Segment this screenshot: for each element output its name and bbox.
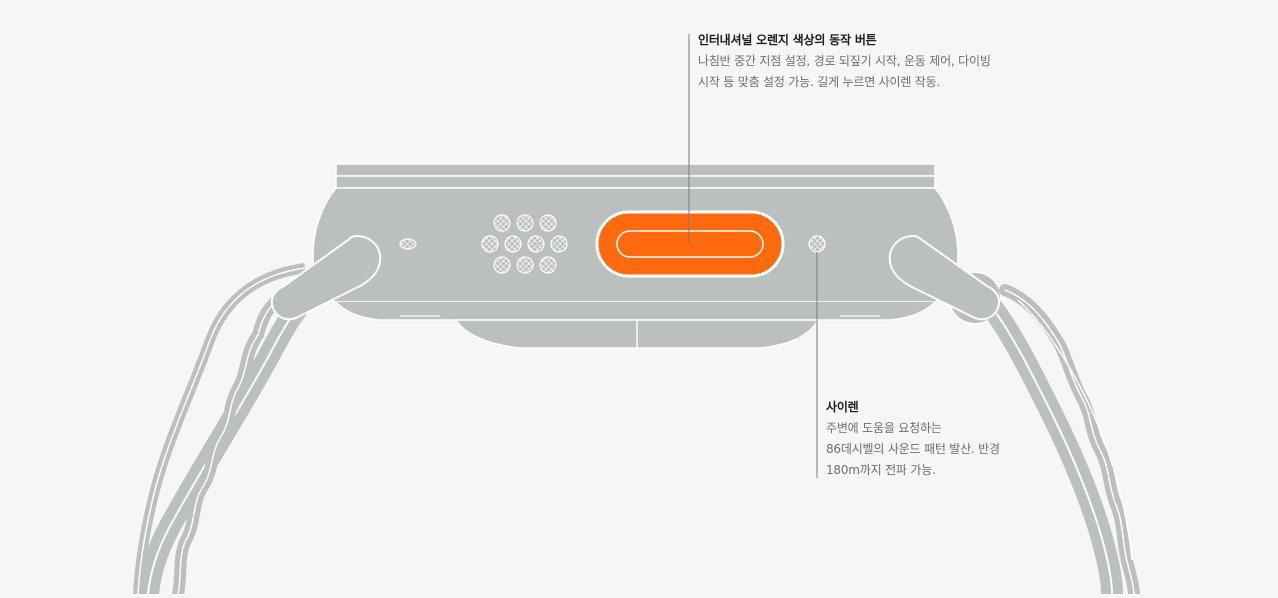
siren-port-icon: [808, 235, 826, 253]
watch-top-plate: [335, 163, 936, 189]
action-button-callout: 인터내셔널 오렌지 색상의 동작 버튼 나침반 중간 지점 설정, 경로 되짚기…: [698, 30, 991, 93]
siren-desc-line-1: 주변에 도움을 요청하는: [826, 421, 942, 435]
action-button-desc-line-2: 시작 등 맞춤 설정 가능. 길게 누르면 사이렌 작동.: [698, 75, 941, 89]
siren-desc-line-3: 180m까지 전파 가능.: [826, 463, 936, 477]
watch-bottom-edge: [335, 301, 936, 349]
siren-desc-line-2: 86데시벨의 사운드 패턴 발산. 반경: [826, 442, 1000, 456]
left-lug-icon: [270, 234, 382, 321]
action-button-desc-line-1: 나침반 중간 지점 설정, 경로 되짚기 시작, 운동 제어, 다이빙: [698, 54, 991, 68]
right-strap-icon: [948, 271, 1140, 598]
microphone-port-icon: [399, 238, 417, 250]
siren-callout: 사이렌 주변에 도움을 요청하는 86데시벨의 사운드 패턴 발산. 반경 18…: [826, 397, 1000, 481]
siren-title: 사이렌: [826, 400, 859, 414]
action-button-title: 인터내셔널 오렌지 색상의 동작 버튼: [698, 33, 877, 47]
right-lug-icon: [888, 234, 1001, 321]
speaker-grille-icon: [481, 214, 568, 274]
action-button-icon[interactable]: [595, 210, 785, 278]
